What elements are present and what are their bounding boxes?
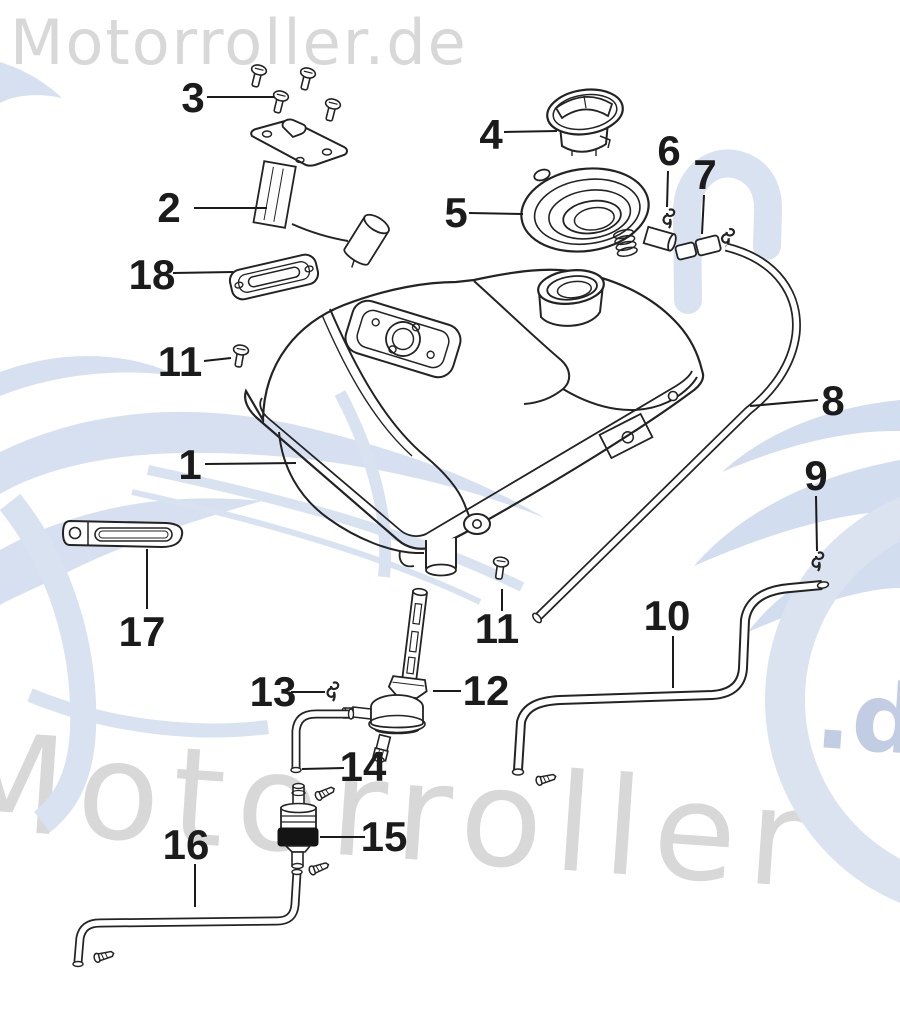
- leader-line-14: [301, 767, 345, 770]
- part-label-11: 11: [158, 338, 202, 385]
- leader-line-18: [172, 271, 234, 274]
- part-label-18: 18: [129, 251, 176, 298]
- part-hose-connector: [674, 234, 722, 261]
- part-filler-neck-ring: [520, 167, 677, 257]
- part-clip-6: [662, 208, 676, 230]
- part-label-9: 9: [804, 452, 827, 499]
- tank-foot: [398, 550, 415, 568]
- wing-crescent-2: [0, 411, 545, 518]
- flange-ear-bottom: [463, 513, 491, 535]
- part-bolt-11b: [490, 555, 510, 581]
- clip-hose10-end: [534, 771, 558, 787]
- clip-filter-bottom: [307, 859, 331, 877]
- sender-recess: [344, 299, 462, 379]
- cap-flip-handle: [554, 96, 614, 120]
- leader-line-9: [815, 495, 818, 552]
- petcock-outlet: [371, 733, 392, 763]
- part-label-2: 2: [157, 184, 180, 231]
- part-label-14: 14: [340, 743, 387, 790]
- leader-line-1: [204, 462, 297, 465]
- part-sender-gasket: [228, 253, 320, 301]
- part-label-10: 10: [644, 592, 691, 639]
- part-vent-hose: [532, 242, 801, 624]
- tank-sticker: [598, 412, 654, 460]
- part-clip-13: [326, 681, 340, 703]
- tank-drain-cap: [425, 563, 457, 577]
- part-tank-cap: [546, 88, 624, 156]
- part-fuel-filter: [277, 782, 337, 877]
- part-label-16: 16: [163, 821, 210, 868]
- part-retaining-strap: [61, 519, 184, 549]
- part-label-15: 15: [361, 813, 408, 860]
- part-petcock: [341, 587, 428, 763]
- part-label-7: 7: [693, 151, 716, 198]
- filter-band: [277, 827, 319, 847]
- part-label-12: 12: [463, 667, 510, 714]
- wing-feather-1: [722, 400, 900, 472]
- leader-line-5: [468, 212, 524, 215]
- float: [343, 213, 390, 268]
- part-label-11: 11: [475, 605, 519, 652]
- wing-feather-2: [694, 460, 900, 566]
- part-label-8: 8: [821, 377, 844, 424]
- part-long-hose: [511, 580, 830, 787]
- swoosh-across-tank-2: [131, 489, 482, 605]
- part-label-1: 1: [178, 441, 201, 488]
- leader-line-7: [701, 194, 705, 235]
- part-fuel-level-sender: [250, 118, 390, 268]
- part-label-6: 6: [657, 127, 680, 174]
- ring-spout: [642, 225, 677, 252]
- part-clip-9: [811, 551, 825, 573]
- part-label-3: 3: [181, 74, 204, 121]
- petcock-body: [341, 694, 426, 735]
- emblem-hook: [673, 149, 783, 314]
- arc-through-tank: [334, 390, 392, 578]
- leader-line-4: [503, 130, 558, 133]
- part-label-13: 13: [250, 668, 297, 715]
- swoosh-across-tank-1: [146, 465, 525, 592]
- tank-lower-bowl: [278, 431, 424, 554]
- part-label-5: 5: [444, 189, 467, 236]
- part-label-4: 4: [479, 111, 503, 158]
- part-outlet-hose: [72, 868, 303, 968]
- flange-hole-right: [667, 390, 679, 402]
- leader-line-11: [203, 357, 232, 362]
- left-circle-arc: [0, 493, 97, 833]
- leader-line-8: [749, 399, 819, 407]
- leader-line-6: [666, 170, 669, 208]
- part-elbow-hose: [290, 708, 355, 774]
- part-label-17: 17: [119, 608, 166, 655]
- clip-filter-top: [313, 783, 337, 803]
- ring-spring: [612, 228, 638, 257]
- clip-hose16: [92, 948, 116, 964]
- part-bolt-11a: [229, 343, 251, 369]
- petcock-nut: [387, 675, 428, 700]
- left-circle-bottom-arc: [27, 688, 269, 738]
- float-arm: [291, 223, 349, 242]
- right-circle-arc: [765, 497, 900, 903]
- part-screws: [246, 62, 343, 124]
- wing-crescent-1: [0, 355, 178, 396]
- part-fuel-tank: [244, 268, 705, 577]
- swoosh-top-left: [0, 62, 62, 103]
- tank-filler-neck: [537, 269, 605, 327]
